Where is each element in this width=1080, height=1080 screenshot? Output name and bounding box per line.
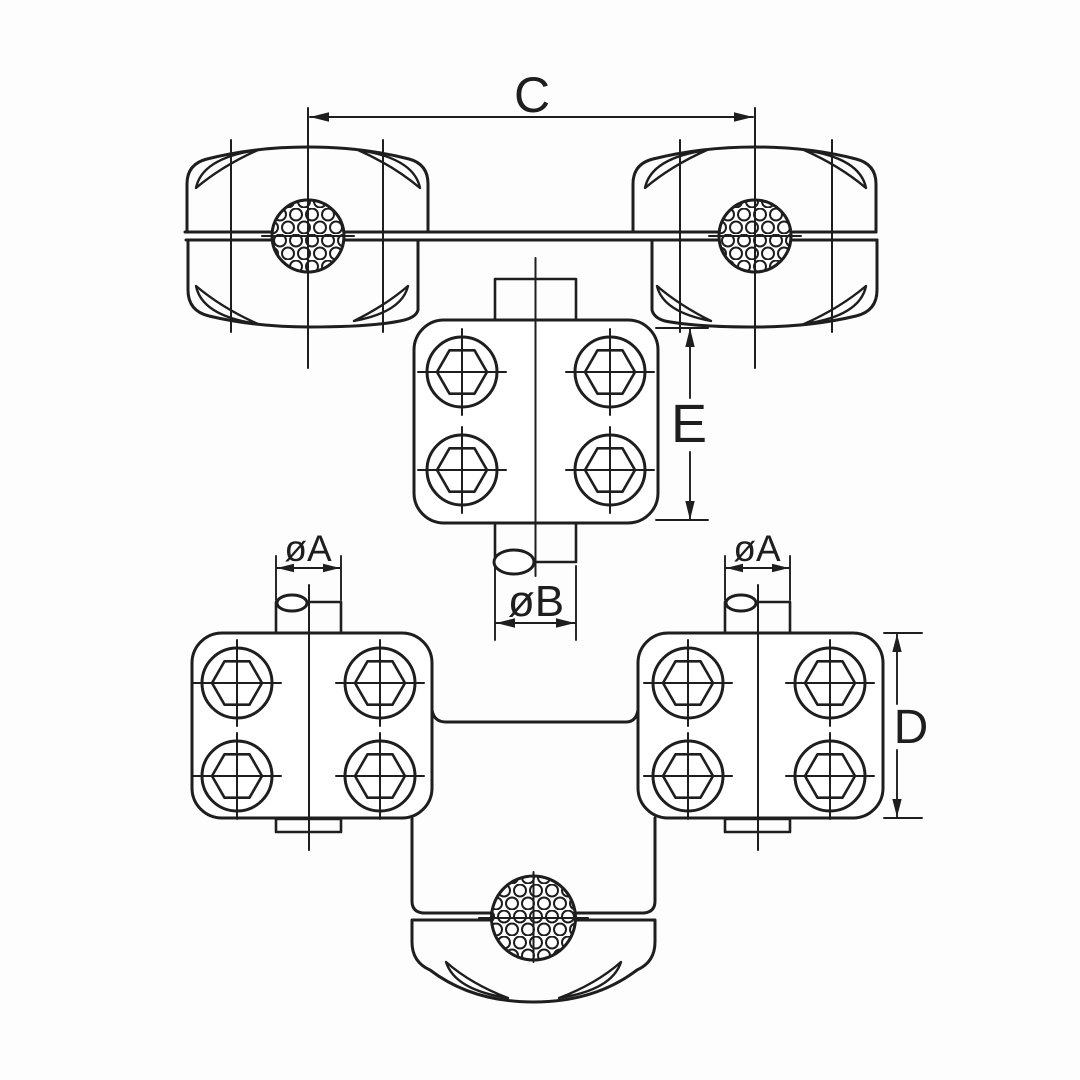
dimension-c: C [309,67,754,123]
bottom-cap [410,918,657,1004]
arrow-icon [772,563,789,573]
arrow-icon [685,328,695,347]
conductor-tip-dome [275,593,309,613]
drop-left-edge [410,816,425,915]
arrow-icon [726,563,743,573]
drop-right-edge [642,816,657,915]
arrow-icon [892,634,902,652]
jaw-lip-icon [194,284,260,326]
right-cable-clamp [631,139,879,333]
center-tap-clamp [412,257,660,577]
dimension-e: E [655,327,709,521]
bridge-edge [430,708,640,724]
arrow-icon [496,618,515,628]
arrow-icon [556,618,575,628]
dim-label-e: E [671,394,707,454]
conductor-tip-dome [492,548,536,576]
dim-label-phi-a-left: øA [284,528,332,569]
dimension-phi-a-right: øA [724,528,791,601]
lower-cable-clamp [410,816,657,1004]
jaw-lip-icon [557,960,623,1000]
jaw-lip-icon [802,284,868,326]
dim-label-d: D [894,701,929,754]
jaw-lip-icon [194,148,260,190]
arrow-icon [685,501,695,520]
arrow-icon [277,563,294,573]
arrow-icon [310,112,329,122]
conductor-tip-dome [724,593,758,613]
right-bolt-clamp [636,584,885,851]
dimension-phi-b: øB [494,565,577,641]
jaw-lip-icon [352,284,410,323]
bottom-view: øA øA D [190,528,929,1004]
dimension-d: D [883,632,929,819]
dimension-phi-a-left: øA [275,528,342,601]
top-view: C E øB [183,67,879,641]
jaw-lip-icon [356,148,422,190]
dim-label-c: C [514,67,550,123]
jaw-lip-icon [444,960,510,1000]
left-lower-jaw [186,238,420,329]
arrow-icon [734,112,753,122]
jaw-lip-icon [643,148,709,190]
arrow-icon [323,563,340,573]
dim-label-phi-b: øB [508,577,564,626]
dim-label-phi-a-right: øA [733,528,781,569]
jaw-lip-icon [802,148,868,190]
arrow-icon [892,799,902,817]
jaw-lip-icon [655,284,713,323]
left-bolt-clamp [190,584,434,851]
